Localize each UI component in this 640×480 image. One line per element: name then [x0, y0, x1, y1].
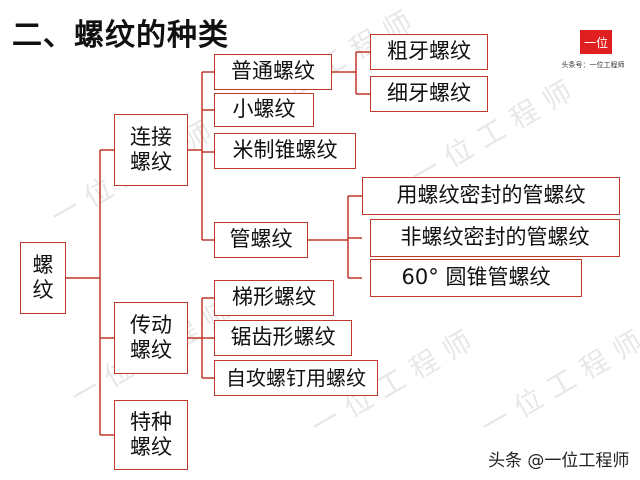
node-pipe-thread: 管螺纹 — [214, 222, 308, 258]
node-metric-taper-thread: 米制锥螺纹 — [214, 133, 356, 169]
node-sealed-pipe-thread: 用螺纹密封的管螺纹 — [362, 177, 620, 215]
node-self-tapping-thread: 自攻螺钉用螺纹 — [214, 360, 378, 396]
node-coarse-thread: 粗牙螺纹 — [370, 34, 488, 70]
logo-caption: 头条号：一位工程师 — [561, 61, 625, 69]
node-buttress-thread: 锯齿形螺纹 — [214, 320, 352, 356]
node-ordinary-thread: 普通螺纹 — [214, 54, 332, 90]
node-connecting-thread: 连接螺纹 — [114, 114, 188, 186]
node-transmission-thread: 传动螺纹 — [114, 302, 188, 374]
node-unsealed-pipe-thread: 非螺纹密封的管螺纹 — [370, 219, 620, 257]
node-special-thread: 特种螺纹 — [114, 400, 188, 470]
brand-logo: 一位 — [580, 30, 612, 54]
source-credit: 头条 @一位工程师 — [488, 451, 630, 471]
page-title: 二、螺纹的种类 — [12, 18, 229, 53]
node-thread: 螺纹 — [20, 242, 66, 314]
node-small-thread: 小螺纹 — [214, 93, 314, 127]
node-60-taper-pipe-thread: 60° 圆锥管螺纹 — [370, 259, 582, 297]
node-fine-thread: 细牙螺纹 — [370, 76, 488, 112]
node-trapezoidal-thread: 梯形螺纹 — [214, 280, 334, 316]
